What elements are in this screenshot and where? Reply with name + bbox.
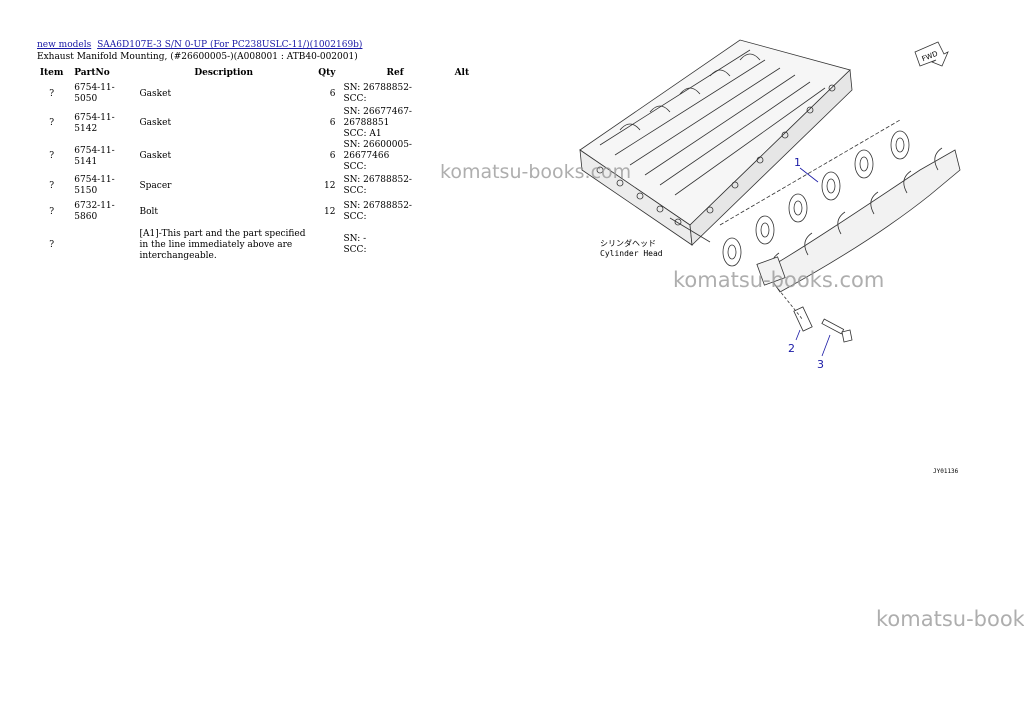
cell-qty: 12 — [324, 180, 336, 191]
callout-3: 3 — [817, 358, 824, 371]
cylinder-head-label-en: Cylinder Head — [600, 249, 663, 258]
cell-partno: 6754-11-5142 — [74, 112, 115, 134]
ref-sn: SN: 26788852- — [343, 201, 412, 211]
watermark: komatsu-books.com — [440, 161, 632, 183]
cell-description: Gasket — [139, 88, 172, 99]
col-qty-header: Qty — [318, 68, 336, 78]
ref-sn: SN: 26788852- — [343, 83, 412, 93]
breadcrumb-link-new-models[interactable]: new models — [37, 40, 92, 50]
cell-qty: 6 — [329, 151, 336, 161]
cell-partno: 6732-11-5860 — [74, 201, 115, 222]
cell-partno: 6754-11-5141 — [74, 145, 115, 167]
callout-1: 1 — [794, 156, 801, 169]
ref-scc: SCC: — [343, 186, 367, 196]
cylinder-head-drawing — [579, 39, 853, 246]
page-title: Exhaust Manifold Mounting, (#26600005-)(… — [37, 52, 358, 62]
table-row: ? 6732-11-5860 Bolt 12 SN: 26788852-SCC: — [33, 199, 478, 225]
cell-description: Bolt — [139, 206, 159, 217]
cell-qty: 12 — [324, 206, 336, 217]
breadcrumb: new models SAA6D107E-3 S/N 0-UP (For PC2… — [37, 40, 365, 50]
cell-alt — [451, 225, 478, 265]
table-row: ? 6754-11-5050 Gasket 6 SN: 26788852-SCC… — [33, 81, 478, 107]
cell-alt — [451, 107, 478, 140]
cylinder-head-label-jp: シリンダヘッド — [600, 238, 656, 248]
ref-sn: SN: 26788852- — [343, 175, 412, 185]
cell-item: ? — [49, 239, 55, 250]
col-item-header: Item — [39, 68, 64, 78]
ref-scc: SCC: — [343, 245, 367, 255]
cell-description: Spacer — [139, 180, 172, 191]
exploded-parts-diagram: シリンダヘッド Cylinder Head 1 2 3 FWD — [579, 39, 961, 371]
cell-item: ? — [49, 118, 55, 128]
col-description-header: Description — [194, 68, 253, 78]
parts-table: Item PartNo Description Qty Ref Alt ? 67… — [33, 65, 478, 265]
cell-note: [A1]-This part and the part specified in… — [139, 228, 306, 261]
cell-description: Gasket — [139, 151, 172, 161]
cell-description: Gasket — [139, 118, 172, 128]
cell-partno: 6754-11-5050 — [74, 83, 115, 104]
table-header-row: Item PartNo Description Qty Ref Alt — [33, 65, 478, 81]
bolt-drawing — [821, 318, 853, 343]
ref-sn: SN: - — [343, 234, 367, 244]
cell-ref: SN: 26788852-SCC: — [340, 199, 451, 225]
table-row: ? 6754-11-5142 Gasket 6 SN: 26677467-267… — [33, 107, 478, 140]
col-ref-header: Ref — [386, 68, 404, 78]
cell-item: ? — [49, 206, 55, 217]
watermark: komatsu-book — [876, 607, 1024, 631]
ref-sn: SN: 26600005-26677466 — [343, 140, 412, 161]
ref-sn: SN: 26677467-26788851 — [343, 107, 412, 128]
spacer-drawing — [774, 284, 813, 332]
cell-qty — [312, 225, 340, 265]
cell-partno — [70, 225, 135, 265]
table-row-note: ? [A1]-This part and the part specified … — [33, 225, 478, 265]
cell-alt — [451, 199, 478, 225]
col-alt-header: Alt — [454, 68, 470, 78]
cell-qty: 6 — [329, 88, 336, 99]
watermark: komatsu-books.com — [673, 268, 885, 292]
ref-scc: SCC: A1 — [343, 129, 382, 139]
cell-item: ? — [49, 180, 55, 191]
col-partno-header: PartNo — [74, 68, 110, 78]
cell-ref: SN: 26788852-SCC: — [340, 81, 451, 107]
cell-alt — [451, 81, 478, 107]
exhaust-manifold-drawing — [756, 147, 961, 293]
diagram-code: JY01136 — [933, 468, 959, 475]
table-row: ? 6754-11-5141 Gasket 6 SN: 26600005-266… — [33, 140, 478, 173]
cell-partno: 6754-11-5150 — [74, 175, 115, 196]
gasket-drawing — [719, 119, 910, 267]
table-row: ? 6754-11-5150 Spacer 12 SN: 26788852-SC… — [33, 173, 478, 199]
cell-item: ? — [49, 151, 55, 161]
cell-ref: SN: 26788852-SCC: — [340, 173, 451, 199]
cell-item: ? — [49, 88, 55, 99]
fwd-arrow-icon: FWD — [914, 41, 949, 67]
breadcrumb-link-model[interactable]: SAA6D107E-3 S/N 0-UP (For PC238USLC-11/)… — [97, 40, 363, 50]
ref-scc: SCC: — [343, 162, 367, 172]
cell-qty: 6 — [329, 118, 336, 128]
cell-ref: SN: -SCC: — [340, 225, 451, 265]
callout-2: 2 — [788, 342, 795, 355]
ref-scc: SCC: — [343, 212, 367, 222]
ref-scc: SCC: — [343, 94, 367, 104]
